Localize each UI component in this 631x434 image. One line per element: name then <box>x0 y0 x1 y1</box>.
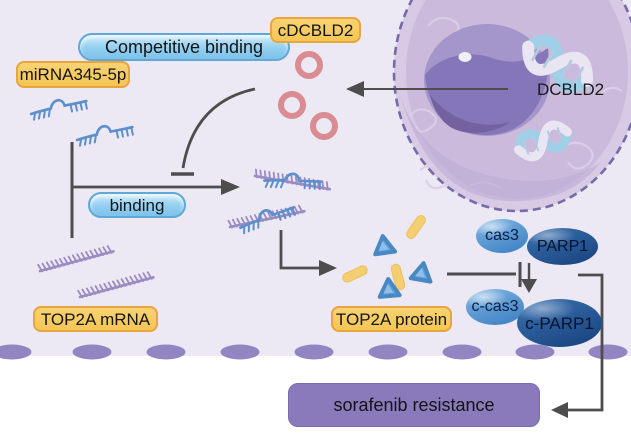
sorafenib-resistance-box: sorafenib resistance <box>288 383 540 427</box>
cytoplasm-swoosh <box>400 95 600 202</box>
arrow-to-sorafenib-resistance <box>551 273 604 418</box>
c-parp1-protein: c-PARP1 <box>517 299 602 347</box>
parp1-protein: PARP1 <box>527 228 598 265</box>
top2a-protein-label: TOP2A protein <box>331 306 452 332</box>
dcbld2-label: DCBLD2 <box>537 79 605 99</box>
arrow-parp1-to-cleaved <box>521 263 537 293</box>
mirna345-5p-label: miRNA345-5p <box>16 61 130 88</box>
cas3-protein: cas3 <box>476 219 528 253</box>
connectors <box>70 81 604 418</box>
competitive-binding-label: Competitive binding <box>78 33 290 61</box>
inhibition-curve-circrna-to-binding <box>171 87 256 176</box>
membrane-dots <box>0 344 628 360</box>
cdcbld2-label: cDCBLD2 <box>270 17 361 43</box>
arrow-duplex-to-protein <box>279 230 337 276</box>
binding-label: binding <box>88 192 186 218</box>
nucleolus <box>458 52 472 62</box>
inhibition-protein-to-cas3 <box>447 262 522 287</box>
top2a-mrna-label: TOP2A mRNA <box>33 306 158 332</box>
arrow-binding-to-duplex <box>72 179 240 195</box>
c-cas3-protein: c-cas3 <box>466 289 524 325</box>
cell <box>392 0 631 213</box>
arrow-cell-to-circrna <box>346 81 508 97</box>
nucleus <box>424 24 550 136</box>
